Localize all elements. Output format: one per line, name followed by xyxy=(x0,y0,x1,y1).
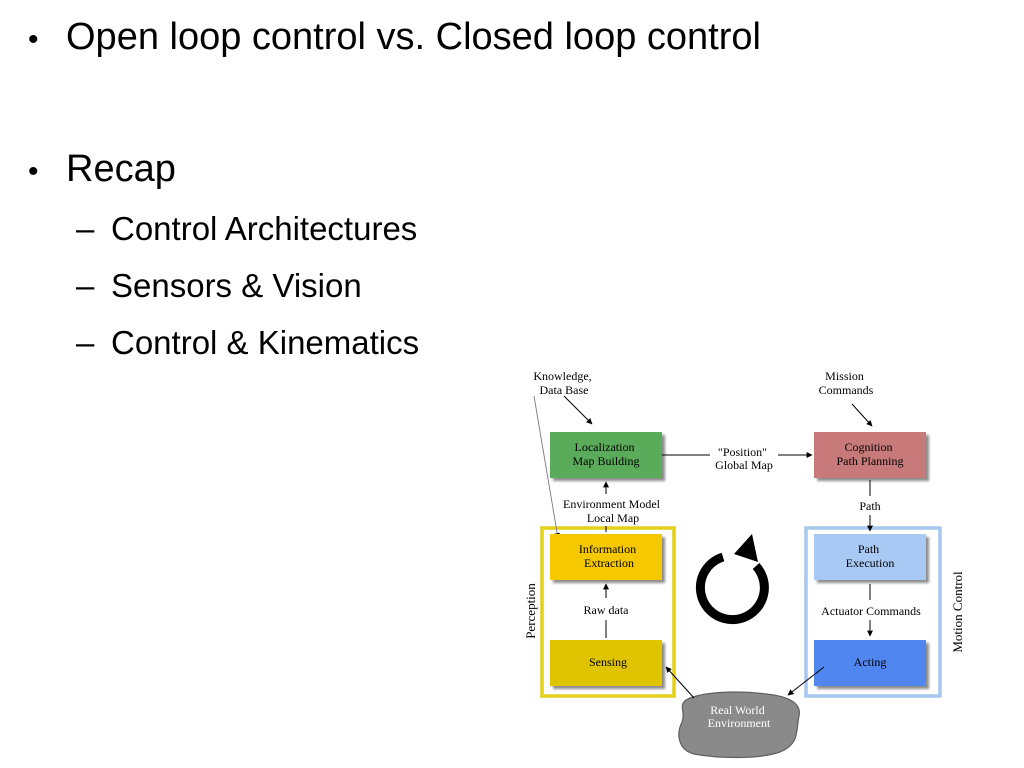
bullet-open-vs-closed-loop: • Open loop control vs. Closed loop cont… xyxy=(28,18,761,56)
path-exec-box-label: Path Execution xyxy=(846,542,895,570)
acting-box xyxy=(814,640,926,686)
perception-frame xyxy=(540,526,676,698)
subitem-marker: – xyxy=(76,210,95,247)
information-extraction-box xyxy=(550,534,662,580)
real-world-environment-shape xyxy=(678,691,800,759)
knowledge-database-label: Knowledge, Data Base xyxy=(533,369,594,397)
actuator-commands-label: Actuator Commands xyxy=(821,604,921,618)
motion-control-frame xyxy=(804,526,942,698)
acting-box-label: Acting xyxy=(854,655,887,669)
raw-data-label: Raw data xyxy=(584,603,630,617)
position-global-map-label: "Position" Global Map xyxy=(715,445,773,472)
subitem-text: Control & Kinematics xyxy=(111,324,420,361)
path-execution-box xyxy=(814,534,926,580)
bullet-marker: • xyxy=(28,23,39,56)
motion-control-label: Motion Control xyxy=(950,571,965,653)
sensing-box-label: Sensing xyxy=(589,655,627,669)
subitem-marker: – xyxy=(76,324,95,361)
real-world-label: Real World Environment xyxy=(708,703,771,730)
subitem-control-kinematics: – Control & Kinematics xyxy=(76,326,419,359)
subitem-text: Control Architectures xyxy=(111,210,418,247)
localization-map-building-box xyxy=(550,432,662,478)
knowledge-to-info-arrow xyxy=(533,395,560,539)
environment-to-sensing-arrow xyxy=(665,666,695,699)
knowledge-to-localization-arrow xyxy=(563,395,593,425)
cognition-box-label: Cognition Path Planning xyxy=(836,440,903,468)
bullet-text: Open loop control vs. Closed loop contro… xyxy=(66,16,761,58)
subitem-sensors-vision: – Sensors & Vision xyxy=(76,269,362,302)
slide-text-area: • Open loop control vs. Closed loop cont… xyxy=(0,0,1024,380)
environment-model-label: Environment Model Local Map xyxy=(563,497,663,525)
bullet-marker: • xyxy=(28,155,39,188)
path-label: Path xyxy=(859,499,880,513)
sensing-box xyxy=(550,640,662,686)
see-think-act-diagram: Knowledge, Data Base Mission Commands Lo… xyxy=(523,369,965,759)
mission-commands-label: Mission Commands xyxy=(819,369,874,397)
localization-box-label: Localization Map Building xyxy=(572,440,639,468)
subitem-marker: – xyxy=(76,267,95,304)
cognition-path-planning-box xyxy=(814,432,926,478)
mission-to-cognition-arrow xyxy=(851,403,873,427)
acting-to-environment-arrow xyxy=(787,666,825,696)
cycle-arrow-icon xyxy=(695,534,769,625)
info-box-label: Information Extraction xyxy=(579,542,639,570)
subitem-control-architectures: – Control Architectures xyxy=(76,212,417,245)
bullet-text: Recap xyxy=(66,148,176,190)
perception-label: Perception xyxy=(523,583,538,639)
bullet-recap: • Recap xyxy=(28,150,176,188)
subitem-text: Sensors & Vision xyxy=(111,267,362,304)
